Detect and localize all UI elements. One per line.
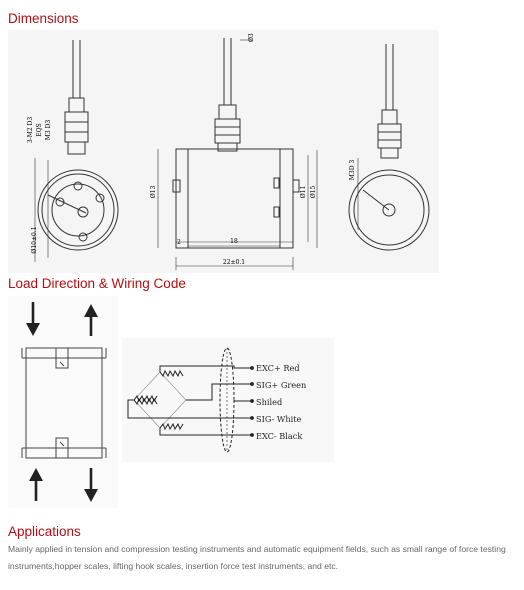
arrow-up-icon — [29, 468, 43, 481]
dim-width-inner: 18 — [230, 238, 238, 245]
dim-inner-2: Ø15 — [310, 186, 317, 199]
wire-label-sig-minus: SIG- White — [256, 414, 302, 424]
dim-body-height: Ø13 — [150, 186, 157, 199]
dim-bolt-circle: Ø10±0.1 — [31, 226, 38, 253]
dim-inner-1: Ø11 — [300, 186, 307, 199]
wire-label-exc-plus: EXC+ Red — [256, 363, 300, 373]
dim-left-offset: 2 — [177, 239, 181, 246]
load-direction-diagram — [8, 296, 118, 508]
wiring-diagram: EXC+ Red SIG+ Green Shiled SIG- White EX… — [122, 338, 334, 462]
wiring-title: Load Direction & Wiring Code — [8, 276, 186, 291]
dim-thread-c: M3 D3 — [45, 120, 52, 141]
dim-cable: Ø3 — [248, 33, 255, 42]
arrow-down-icon — [84, 489, 98, 502]
wire-label-shield: Shiled — [256, 397, 282, 407]
dim-width-total: 22±0.1 — [223, 259, 245, 266]
arrow-down-icon — [26, 323, 40, 336]
dim-thread-right: M3D 3 — [349, 160, 356, 181]
dimensions-svg: Ø3 3-M2 D3 EQS M3 D3 Ø10±0.1 Ø13 Ø11 Ø15… — [27, 33, 430, 270]
dimensions-drawing: Ø3 3-M2 D3 EQS M3 D3 Ø10±0.1 Ø13 Ø11 Ø15… — [8, 30, 439, 273]
arrow-up-icon — [84, 304, 98, 317]
wire-label-sig-plus: SIG+ Green — [256, 380, 307, 390]
wire-label-exc-minus: EXC- Black — [256, 431, 303, 441]
dim-thread-b: EQS — [36, 123, 43, 136]
dimensions-title: Dimensions — [8, 11, 79, 26]
applications-title: Applications — [8, 524, 81, 539]
dim-thread-a: 3-M2 D3 — [27, 117, 34, 144]
applications-text: Mainly applied in tension and compressio… — [8, 544, 506, 571]
